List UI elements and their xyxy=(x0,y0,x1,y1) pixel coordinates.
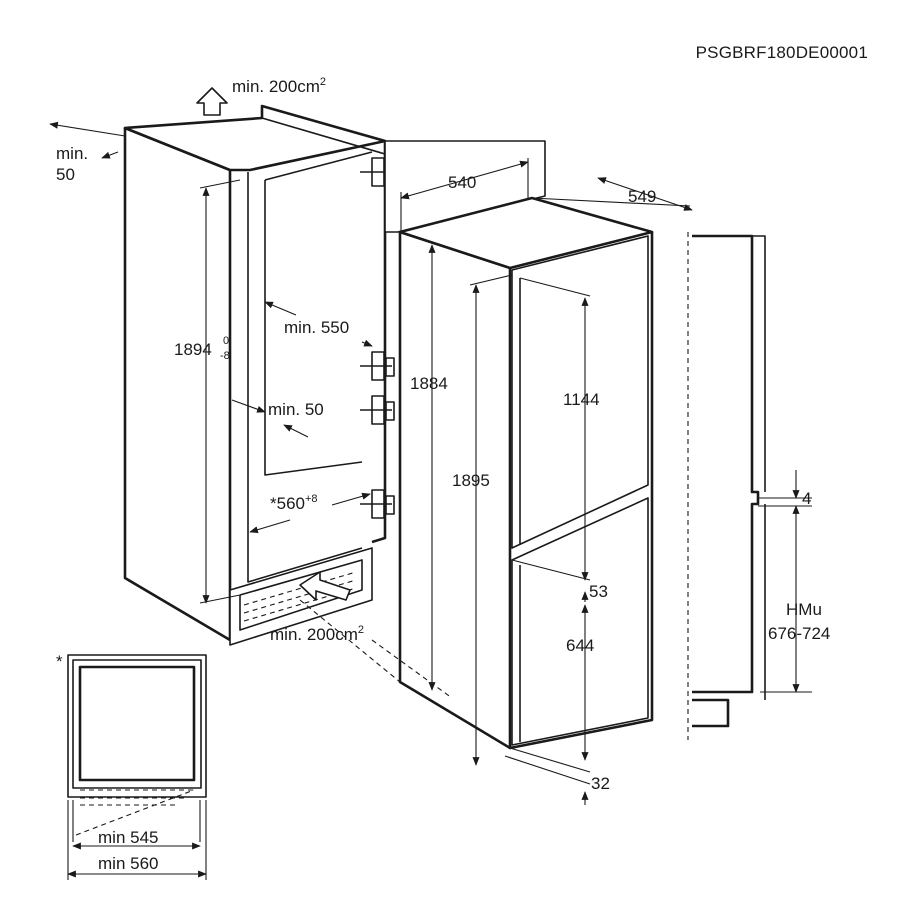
inset-min-545-label: min 545 xyxy=(98,828,158,847)
drawing-code: PSGBRF180DE00001 xyxy=(696,43,868,62)
niche-height-tol-lower: -8 xyxy=(220,350,230,362)
hinge-middle-2 xyxy=(360,395,395,425)
appliance-body xyxy=(384,140,654,750)
niche-width-label: *560+8 xyxy=(270,493,318,513)
lower-door-height-label: 644 xyxy=(566,636,594,655)
niche-cabinet xyxy=(123,104,395,646)
hinge-middle-1 xyxy=(360,351,395,381)
vent-bottom-arrow-icon xyxy=(299,571,351,601)
appliance-depth-label: 549 xyxy=(628,187,656,206)
niche-side-gap-label: min. 50 xyxy=(268,400,324,419)
niche-height-label: 1894 xyxy=(174,340,212,359)
inset-asterisk: * xyxy=(56,652,63,671)
inset-min-560-label: min 560 xyxy=(98,854,158,873)
inset-top-view xyxy=(67,654,207,880)
side-gap-label: 4 xyxy=(802,489,811,508)
door-gap-label: 53 xyxy=(589,582,608,601)
niche-depth-label: min. 550 xyxy=(284,318,349,337)
hinge-bottom xyxy=(360,489,395,519)
vent-top-label: min. 200cm2 xyxy=(232,76,326,96)
upper-door-height-label: 1144 xyxy=(563,390,600,409)
appliance-width-label: 540 xyxy=(448,173,476,192)
side-view xyxy=(687,232,812,740)
hmu-label: HMu xyxy=(786,600,822,619)
rear-gap-label-line2: 50 xyxy=(56,165,75,184)
appliance-body-height-label: 1884 xyxy=(410,374,448,393)
rear-gap-label-line1: min. xyxy=(56,144,88,163)
appliance-total-height-label: 1895 xyxy=(452,471,490,490)
hmu-range-label: 676-724 xyxy=(768,624,830,643)
niche-height-tol-upper: 0 xyxy=(223,335,229,347)
bottom-gap-label: 32 xyxy=(591,774,610,793)
vent-top-arrow-icon xyxy=(196,87,228,116)
